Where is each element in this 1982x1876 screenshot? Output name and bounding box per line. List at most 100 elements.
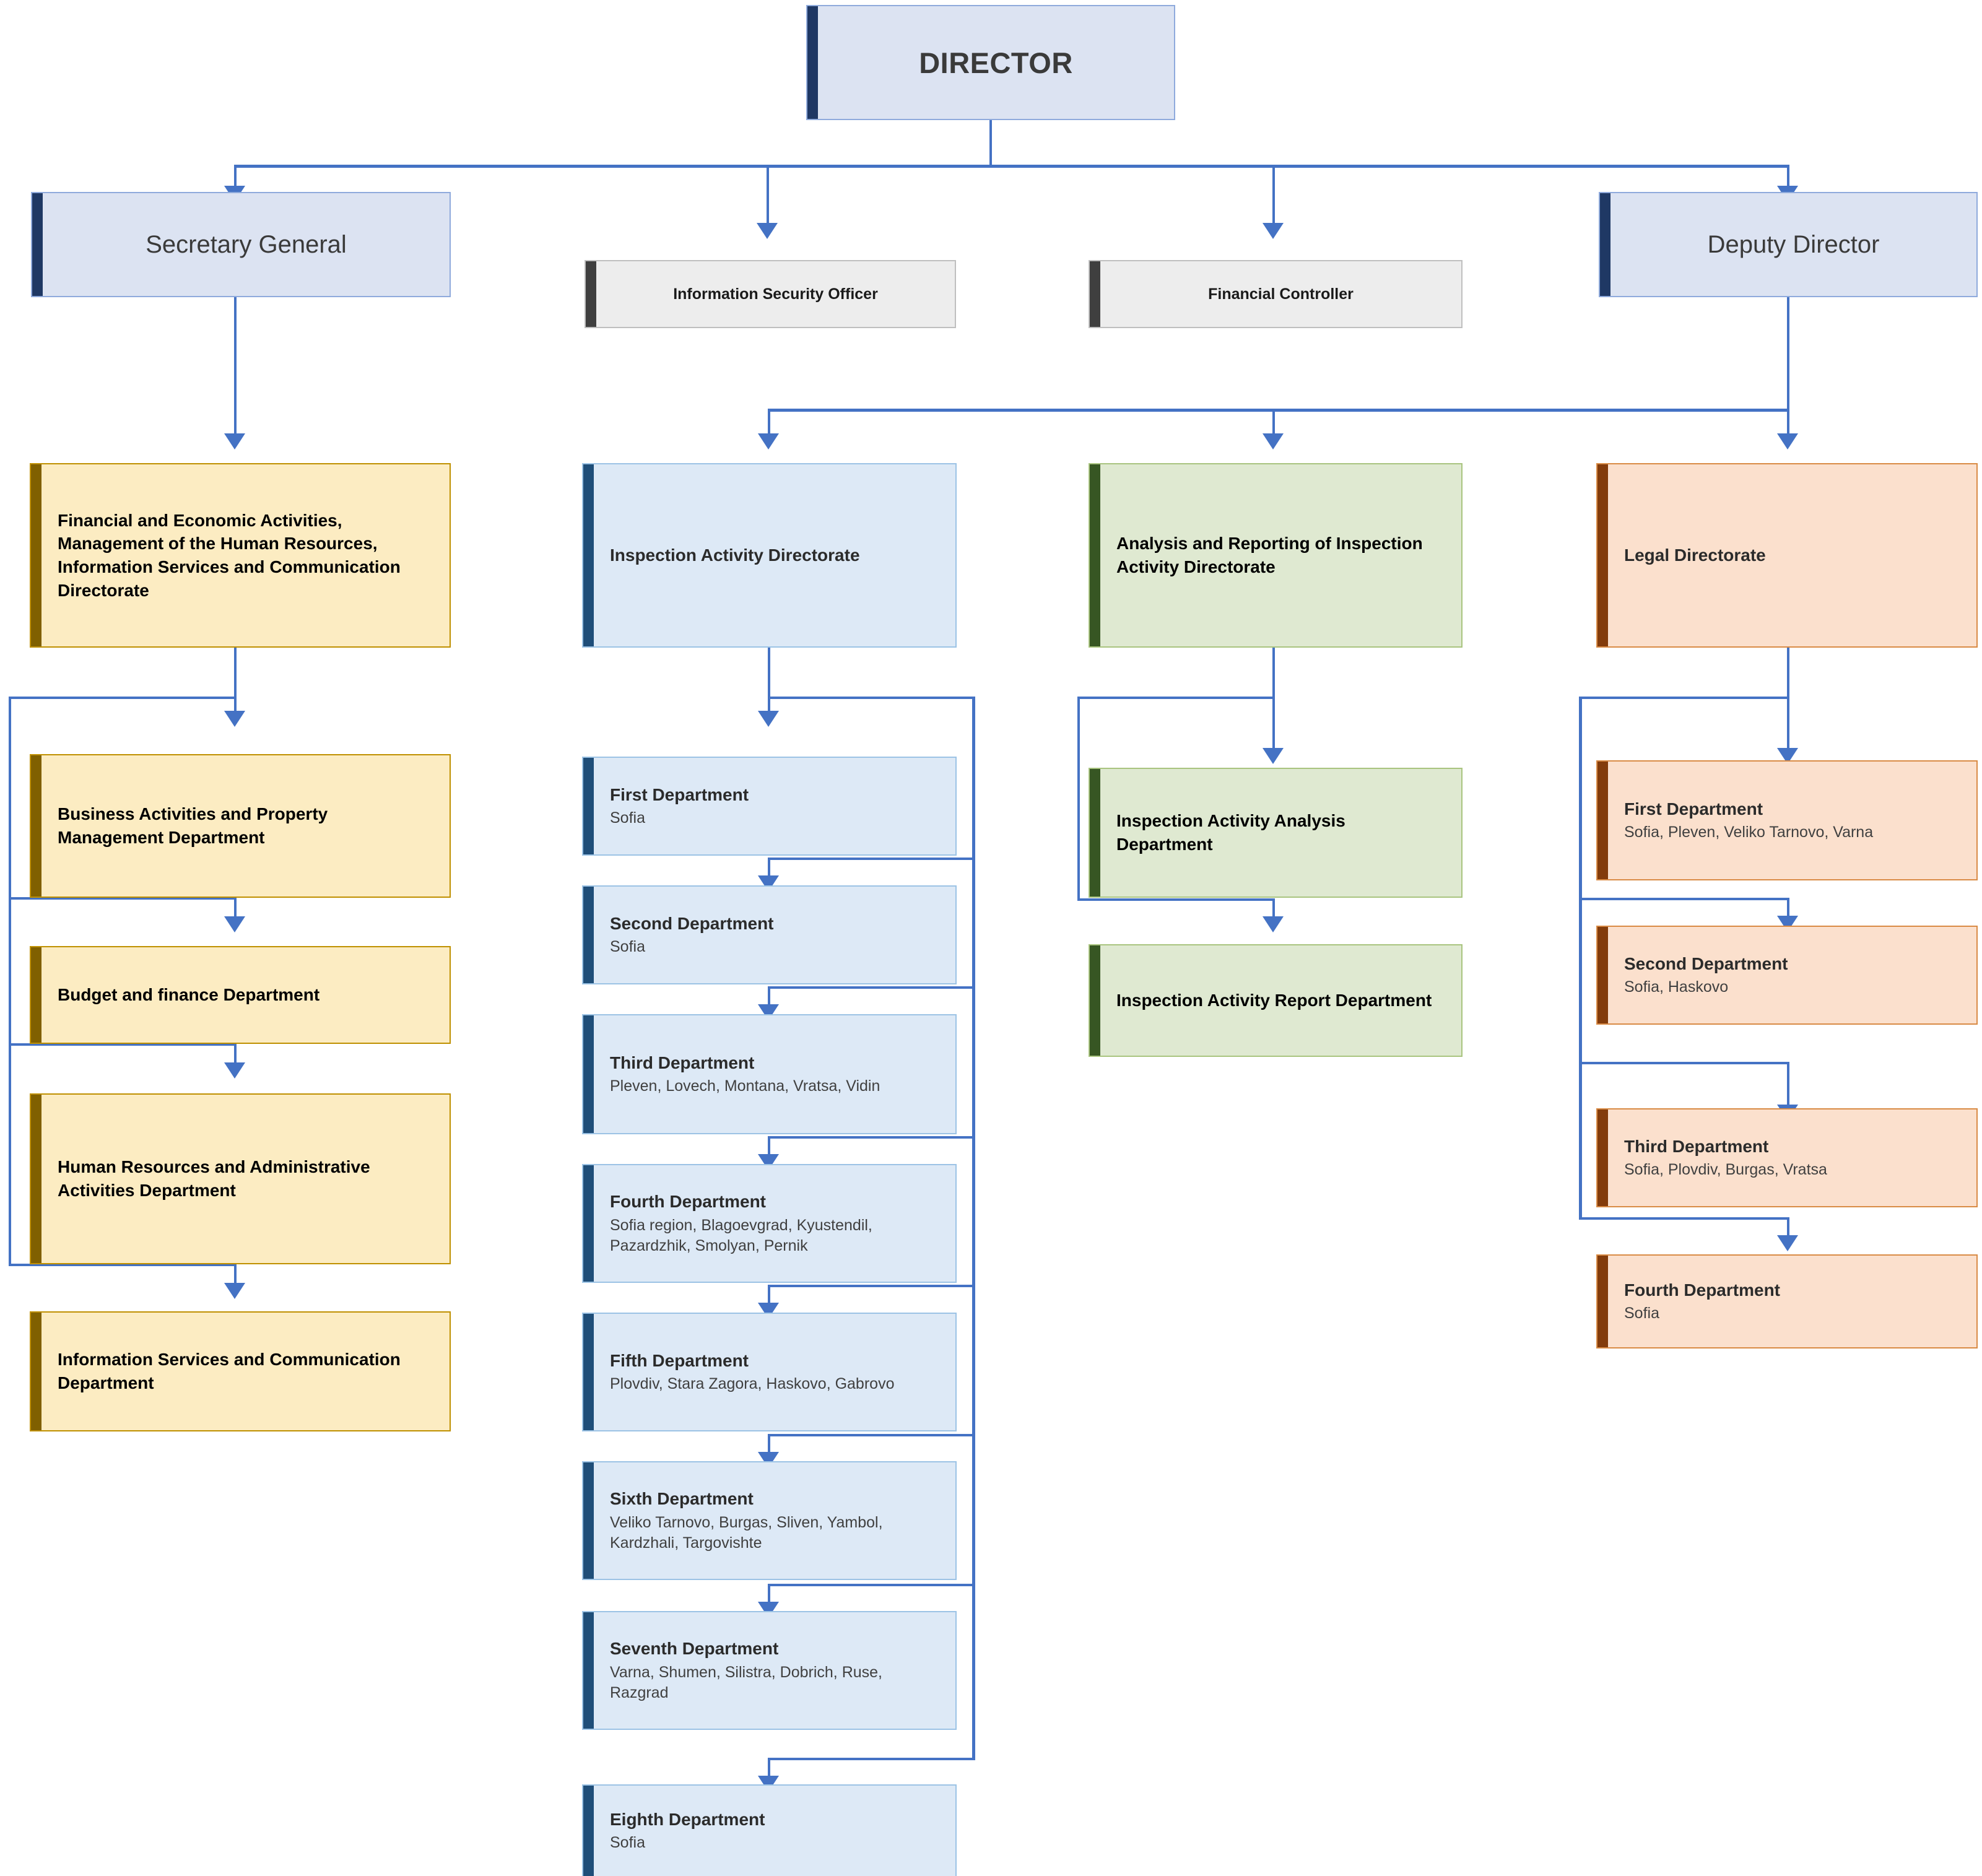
accent-bar (1090, 261, 1100, 327)
connector-inspection-branch-7 (768, 1584, 975, 1586)
node-locations: Sofia region, Blagoevgrad, Kyustendil, P… (610, 1216, 872, 1254)
node-title: Eighth Department (610, 1809, 765, 1829)
node-legal-dept-1[interactable]: First Department Sofia, Pleven, Veliko T… (1596, 760, 1978, 880)
node-analysis-directorate[interactable]: Analysis and Reporting of Inspection Act… (1089, 463, 1463, 648)
node-title: Inspection Activity Directorate (610, 545, 860, 565)
connector-admin-drop-2 (234, 897, 237, 922)
node-title: Third Department (610, 1053, 755, 1072)
accent-bar (1597, 927, 1608, 1023)
node-admin-dept-1[interactable]: Business Activities and Property Managem… (30, 754, 451, 898)
node-title: Analysis and Reporting of Inspection Act… (1116, 534, 1423, 576)
node-inspection-dept-7[interactable]: Seventh Department Varna, Shumen, Silist… (582, 1611, 957, 1730)
node-analysis-dept-1[interactable]: Inspection Activity Analysis Department (1089, 768, 1463, 898)
accent-bar (32, 193, 43, 296)
node-admin-dept-2[interactable]: Budget and finance Department (30, 946, 451, 1044)
connector-inspection-drop-5 (768, 1285, 770, 1308)
accent-bar (1600, 193, 1610, 296)
node-title: First Department (1624, 799, 1763, 819)
node-admin-directorate[interactable]: Financial and Economic Activities, Manag… (30, 463, 451, 648)
node-inspection-dept-4[interactable]: Fourth Department Sofia region, Blagoevg… (582, 1164, 957, 1283)
arrow-admin-dept-2 (224, 916, 245, 932)
arrow-to-fc (1263, 223, 1284, 239)
connector-to-inspection-dir (768, 409, 770, 438)
connector-inspection-branch-2 (768, 858, 975, 860)
node-admin-dept-4[interactable]: Information Services and Communication D… (30, 1311, 451, 1431)
node-title: Business Activities and Property Managem… (58, 804, 328, 847)
node-title: Fourth Department (610, 1192, 766, 1212)
node-inspection-dept-2[interactable]: Second Department Sofia (582, 885, 957, 984)
connector-legal-spine-top (1579, 697, 1789, 699)
node-title: DIRECTOR (919, 46, 1073, 79)
node-title: Financial and Economic Activities, Manag… (58, 510, 401, 600)
connector-legal-branch-2 (1579, 898, 1789, 900)
connector-inspection-branch-6 (768, 1434, 975, 1436)
node-admin-dept-3[interactable]: Human Resources and Administrative Activ… (30, 1093, 451, 1264)
accent-bar (1090, 769, 1100, 897)
accent-bar (31, 755, 41, 897)
connector-to-fc (1272, 165, 1275, 232)
arrow-to-iso (757, 223, 778, 239)
connector-inspection-stem (768, 648, 770, 716)
connector-inspection-drop-8 (768, 1758, 770, 1781)
node-title: Financial Controller (1208, 285, 1354, 303)
connector-inspection-branch-8 (768, 1758, 975, 1760)
connector-to-legal-dir (1787, 409, 1789, 438)
node-title: Seventh Department (610, 1639, 779, 1659)
connector-admin-drop-3 (234, 1043, 237, 1068)
node-title: Information Security Officer (673, 285, 878, 303)
connector-inspection-drop-7 (768, 1584, 770, 1607)
node-deputy-director[interactable]: Deputy Director (1599, 192, 1978, 297)
connector-analysis-spine (1077, 697, 1080, 901)
accent-bar (583, 1462, 594, 1579)
node-locations: Veliko Tarnovo, Burgas, Sliven, Yambol, … (610, 1513, 883, 1552)
node-legal-dept-3[interactable]: Third Department Sofia, Plovdiv, Burgas,… (1596, 1108, 1978, 1207)
node-legal-directorate[interactable]: Legal Directorate (1596, 463, 1978, 648)
connector-inspection-drop-6 (768, 1434, 770, 1457)
connector-director-stem (989, 119, 992, 166)
node-locations: Sofia (610, 1834, 645, 1852)
node-financial-controller[interactable]: Financial Controller (1089, 260, 1463, 328)
connector-inspection-drop-2 (768, 858, 770, 881)
connector-inspection-branch-3 (768, 986, 975, 989)
node-analysis-dept-2[interactable]: Inspection Activity Report Department (1089, 944, 1463, 1057)
node-information-security-officer[interactable]: Information Security Officer (585, 260, 956, 328)
node-locations: Sofia, Haskovo (1624, 978, 1729, 996)
node-locations: Plovdiv, Stara Zagora, Haskovo, Gabrovo (610, 1375, 895, 1393)
connector-deputy-bus (768, 409, 1789, 412)
connector-analysis-stem (1272, 648, 1275, 753)
node-inspection-dept-8[interactable]: Eighth Department Sofia (582, 1784, 957, 1876)
accent-bar (583, 464, 594, 646)
node-inspection-dept-3[interactable]: Third Department Pleven, Lovech, Montana… (582, 1014, 957, 1134)
connector-legal-branch-4 (1579, 1217, 1789, 1220)
node-locations: Sofia (1624, 1305, 1659, 1322)
arrow-admin-dept-1 (224, 711, 245, 727)
node-locations: Sofia (610, 809, 645, 827)
node-legal-dept-4[interactable]: Fourth Department Sofia (1596, 1254, 1978, 1348)
connector-to-secretary (234, 165, 237, 194)
accent-bar (1597, 762, 1608, 879)
node-legal-dept-2[interactable]: Second Department Sofia, Haskovo (1596, 926, 1978, 1025)
accent-bar (1090, 464, 1100, 646)
node-secretary-general[interactable]: Secretary General (31, 192, 451, 297)
node-title: First Department (610, 784, 749, 804)
node-title: Fourth Department (1624, 1280, 1780, 1300)
node-title: Second Department (1624, 953, 1788, 973)
node-inspection-directorate[interactable]: Inspection Activity Directorate (582, 463, 957, 648)
node-title: Inspection Activity Report Department (1116, 991, 1432, 1010)
accent-bar (1597, 1256, 1608, 1347)
node-inspection-dept-1[interactable]: First Department Sofia (582, 757, 957, 856)
connector-admin-branch-2 (9, 897, 235, 900)
node-inspection-dept-6[interactable]: Sixth Department Veliko Tarnovo, Burgas,… (582, 1461, 957, 1580)
node-locations: Sofia, Plovdiv, Burgas, Vratsa (1624, 1161, 1827, 1179)
accent-bar (31, 464, 41, 646)
connector-inspection-spine (972, 697, 975, 1760)
arrow-legal-dept-4 (1777, 1235, 1798, 1251)
connector-to-deputy (1787, 165, 1789, 194)
node-locations: Pleven, Lovech, Montana, Vratsa, Vidin (610, 1077, 880, 1095)
node-title: Information Services and Communication D… (58, 1350, 401, 1392)
node-director[interactable]: DIRECTOR (806, 5, 1175, 120)
node-inspection-dept-5[interactable]: Fifth Department Plovdiv, Stara Zagora, … (582, 1313, 957, 1431)
arrow-to-inspection-directorate (758, 433, 779, 449)
accent-bar (31, 1313, 41, 1430)
